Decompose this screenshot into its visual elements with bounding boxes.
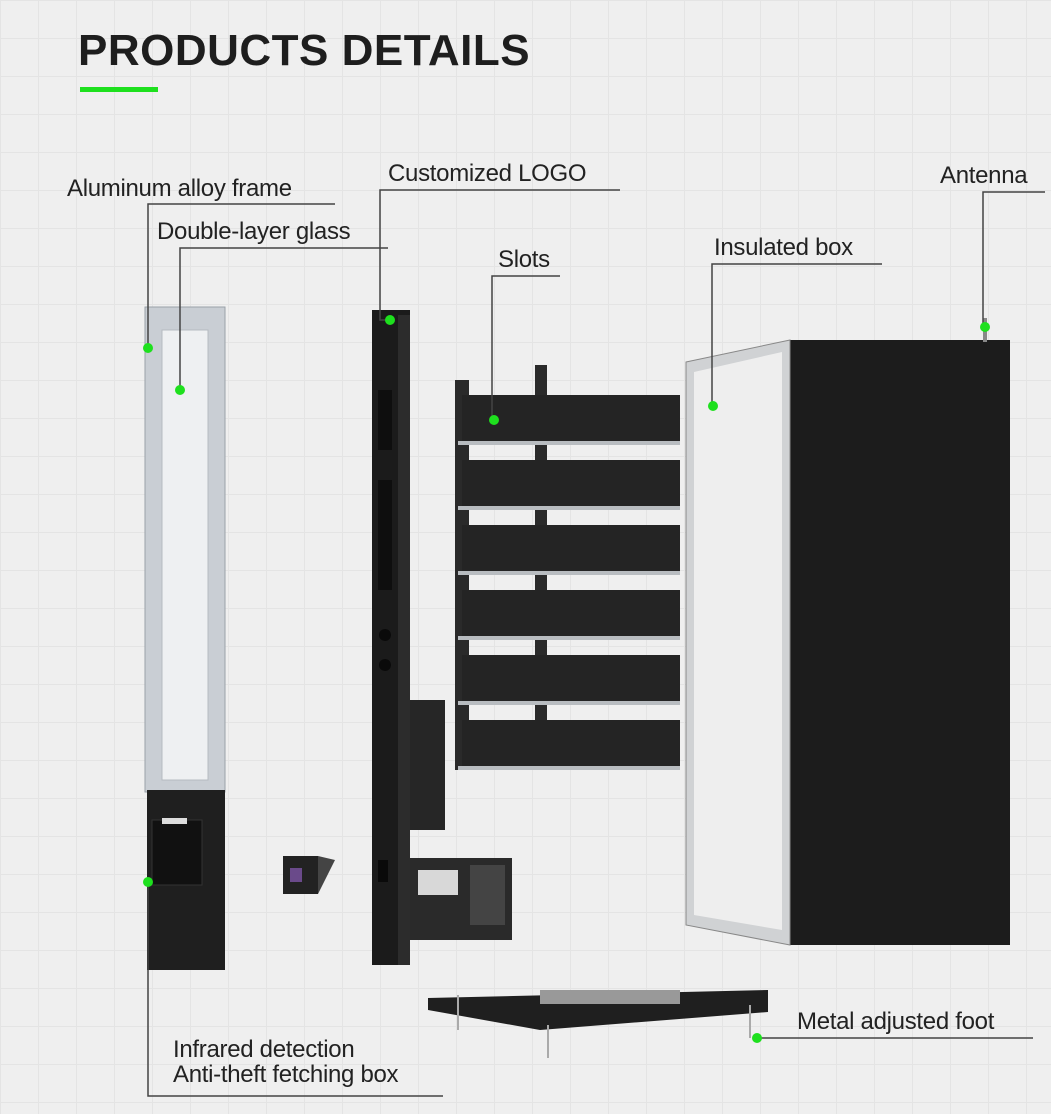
insulated-cabinet [685, 318, 1010, 946]
aluminum-frame [144, 306, 226, 793]
label-infrared-box: Infrared detection Anti-theft fetching b… [173, 1036, 399, 1088]
page-title: PRODUCTS DETAILS [78, 26, 531, 75]
label-metal-foot: Metal adjusted foot [797, 1008, 995, 1035]
label-infrared-line1: Infrared detection [173, 1036, 355, 1063]
title-accent-bar [80, 87, 158, 92]
label-aluminum-frame: Aluminum alloy frame [67, 175, 292, 202]
logo-pillar [372, 310, 445, 965]
label-infrared-line2: Anti-theft fetching box [173, 1061, 399, 1088]
small-sensor-part [283, 856, 335, 894]
control-unit [410, 858, 512, 940]
base-frame [428, 990, 768, 1058]
label-double-layer-glass: Double-layer glass [157, 218, 351, 245]
label-insulated-box: Insulated box [714, 234, 853, 261]
label-antenna: Antenna [940, 162, 1028, 189]
fetching-box [147, 790, 225, 970]
label-slots: Slots [498, 246, 550, 273]
leader-lines [147, 189, 1045, 1097]
callout-dots [143, 315, 990, 1043]
slots-rack [455, 365, 680, 770]
label-customized-logo: Customized LOGO [388, 160, 587, 187]
